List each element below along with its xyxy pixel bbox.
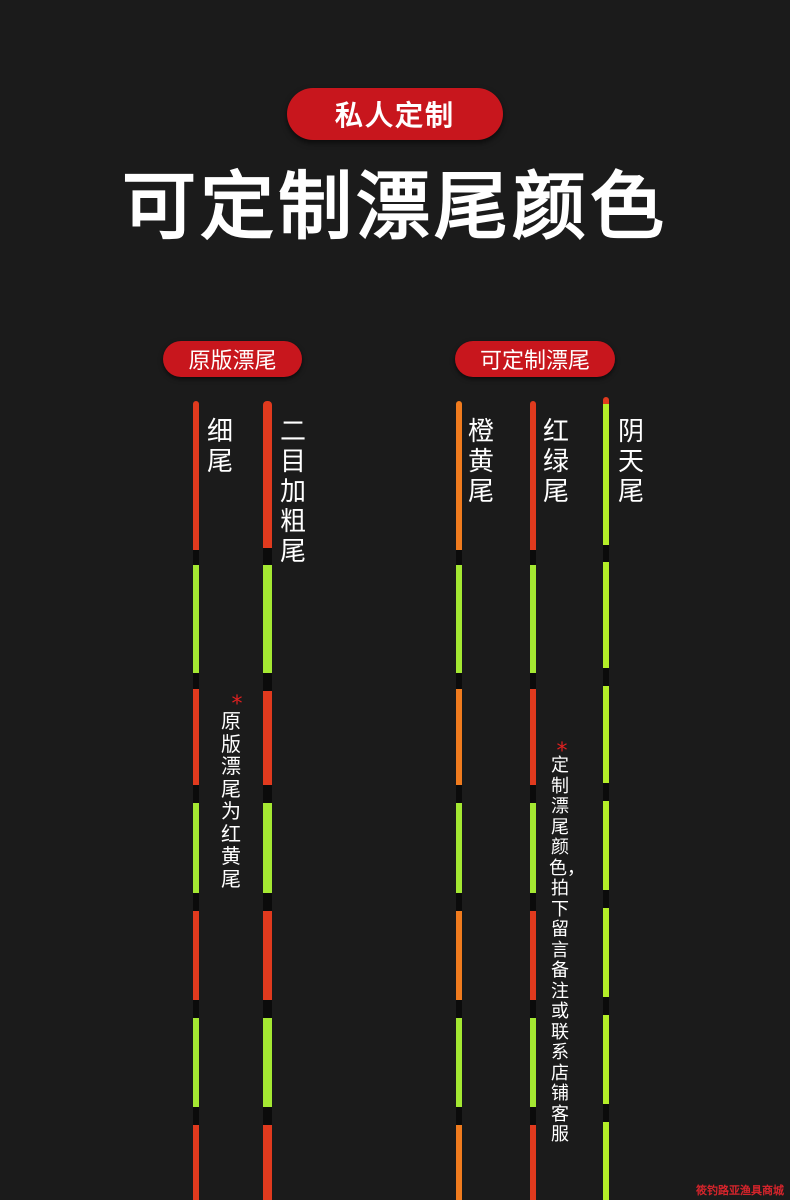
tail-segment: [456, 550, 462, 565]
shop-watermark: 筱钓路亚渔具商城: [696, 1184, 784, 1197]
float-tail-red-green: [530, 0, 536, 1200]
tail-segment: [263, 911, 272, 1000]
tail-segment: [603, 1015, 609, 1104]
float-tail-orange: [456, 0, 462, 1200]
tail-segment: [263, 893, 272, 911]
tail-segment: [193, 911, 199, 1000]
custom-note-asterisk: *: [556, 739, 568, 764]
tail-segment: [456, 803, 462, 893]
tail-segment: [193, 1125, 199, 1200]
float-tail-cloudy: [603, 0, 609, 1200]
tail-segment: [193, 1018, 199, 1107]
tail-segment: [530, 550, 536, 565]
tail-segment: [193, 1000, 199, 1018]
tail-segment: [263, 401, 272, 548]
tail-segment: [603, 668, 609, 686]
tail-segment: [456, 785, 462, 803]
tail-segment: [530, 1000, 536, 1018]
tail-segment: [263, 548, 272, 565]
tail-segment: [263, 565, 272, 673]
tail-segment: [603, 997, 609, 1015]
original-tail-label: 原版漂尾: [163, 341, 302, 377]
thin-tail-text: 细尾: [206, 417, 233, 477]
tail-segment: [603, 562, 609, 668]
tail-segment: [263, 785, 272, 803]
tail-segment: [530, 803, 536, 893]
tail-segment: [530, 673, 536, 689]
red-green-tail-text: 红绿尾: [542, 417, 569, 507]
float-tail-thin: [193, 0, 199, 1200]
tail-segment: [456, 1018, 462, 1107]
tail-segment: [603, 397, 609, 404]
tail-segment: [456, 673, 462, 689]
page-title: 可定制漂尾颜色: [122, 164, 668, 250]
tail-segment: [603, 404, 609, 545]
tail-segment: [603, 1104, 609, 1122]
float-tail-thick: [263, 0, 272, 1200]
tail-segment: [456, 1107, 462, 1125]
tail-segment: [456, 689, 462, 785]
original-note-asterisk: *: [231, 692, 243, 717]
original-note: 原版漂尾为红黄尾: [221, 709, 241, 891]
tail-segment: [456, 893, 462, 911]
tail-segment: [530, 565, 536, 673]
tail-segment: [456, 1125, 462, 1200]
tail-segment: [603, 890, 609, 908]
tail-segment: [193, 893, 199, 911]
cloudy-tail-text: 阴天尾: [617, 417, 644, 507]
thick-tail-text: 二目加粗尾: [279, 417, 306, 567]
tail-segment: [603, 1122, 609, 1200]
tail-segment: [456, 401, 462, 550]
tail-segment: [530, 1018, 536, 1107]
tail-segment: [603, 801, 609, 890]
tail-segment: [263, 1018, 272, 1107]
tail-segment: [263, 673, 272, 691]
tail-segment: [193, 565, 199, 673]
tail-segment: [263, 1107, 272, 1125]
tail-segment: [530, 785, 536, 803]
tail-segment: [603, 545, 609, 562]
tail-segment: [193, 689, 199, 785]
tail-segment: [263, 691, 272, 785]
tail-segment: [530, 689, 536, 785]
tail-segment: [530, 1125, 536, 1200]
tail-segment: [193, 401, 199, 550]
orange-tail-text: 橙黄尾: [467, 417, 494, 507]
tail-segment: [193, 550, 199, 565]
custom-note: 定制漂尾颜色，拍下留言备注或联系店铺客服: [549, 755, 585, 1145]
tail-segment: [603, 908, 609, 997]
tail-segment: [603, 686, 609, 783]
tail-segment: [530, 911, 536, 1000]
tail-segment: [193, 785, 199, 803]
tail-segment: [263, 1125, 272, 1200]
tail-segment: [193, 1107, 199, 1125]
tail-segment: [530, 893, 536, 911]
tail-segment: [193, 673, 199, 689]
tail-segment: [456, 565, 462, 673]
tail-segment: [263, 1000, 272, 1018]
tail-segment: [530, 1107, 536, 1125]
tail-segment: [456, 911, 462, 1000]
tail-segment: [193, 803, 199, 893]
custom-tail-label: 可定制漂尾: [455, 341, 615, 377]
tail-segment: [603, 783, 609, 801]
private-custom-badge: 私人定制: [287, 88, 503, 140]
tail-segment: [456, 1000, 462, 1018]
tail-segment: [530, 401, 536, 550]
tail-segment: [263, 803, 272, 893]
